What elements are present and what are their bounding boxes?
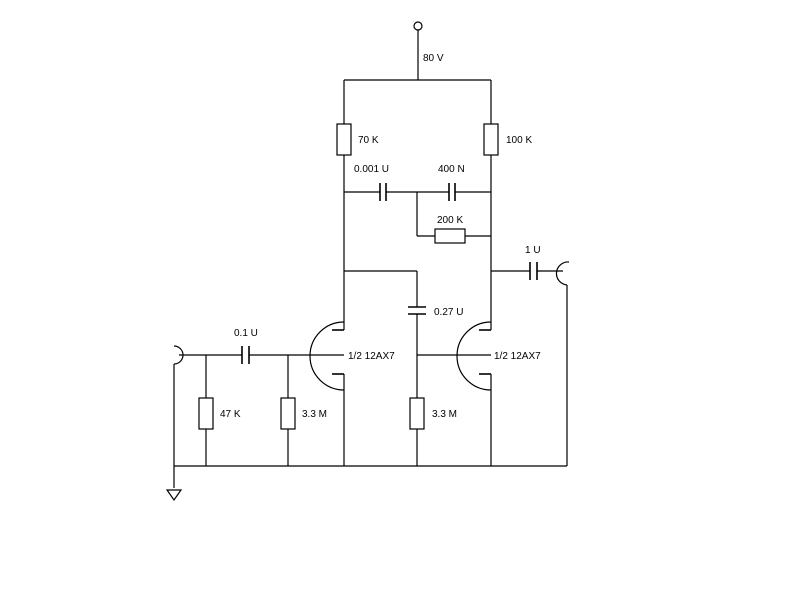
triode-1-label: 1/2 12AX7: [348, 351, 395, 362]
capacitor-400n-label: 400 N: [438, 164, 465, 175]
capacitor-1u-label: 1 U: [525, 245, 541, 256]
triode-2-label: 1/2 12AX7: [494, 351, 541, 362]
resistor-100k: [483, 123, 499, 156]
resistor-200k-label: 200 K: [437, 215, 463, 226]
supply-terminal: [413, 21, 423, 80]
triode-1: [309, 321, 345, 391]
resistor-grid-1: [280, 397, 296, 430]
ground-icon: [165, 489, 183, 502]
resistor-grid-1-label: 3.3 M: [302, 409, 327, 420]
capacitor-01u: [241, 346, 250, 364]
supply-voltage-label: 80 V: [423, 53, 444, 64]
resistor-47k-label: 47 K: [220, 409, 241, 420]
resistor-100k-label: 100 K: [506, 135, 532, 146]
capacitor-01u-label: 0.1 U: [234, 328, 258, 339]
resistor-47k: [198, 397, 214, 430]
capacitor-0001u: [379, 183, 387, 201]
capacitor-0001u-label: 0.001 U: [354, 164, 389, 175]
capacitor-400n: [448, 183, 456, 201]
resistor-grid-2-label: 3.3 M: [432, 409, 457, 420]
resistor-grid-2: [409, 397, 425, 430]
input-jack: [173, 345, 184, 368]
resistor-200k: [434, 228, 466, 244]
capacitor-1u: [529, 262, 538, 280]
triode-2: [456, 321, 492, 391]
resistor-70k: [336, 123, 352, 156]
capacitor-027u-label: 0.27 U: [434, 307, 463, 318]
resistor-70k-label: 70 K: [358, 135, 379, 146]
output-jack: [555, 261, 570, 286]
capacitor-027u: [408, 306, 426, 315]
wiring: [173, 79, 568, 488]
